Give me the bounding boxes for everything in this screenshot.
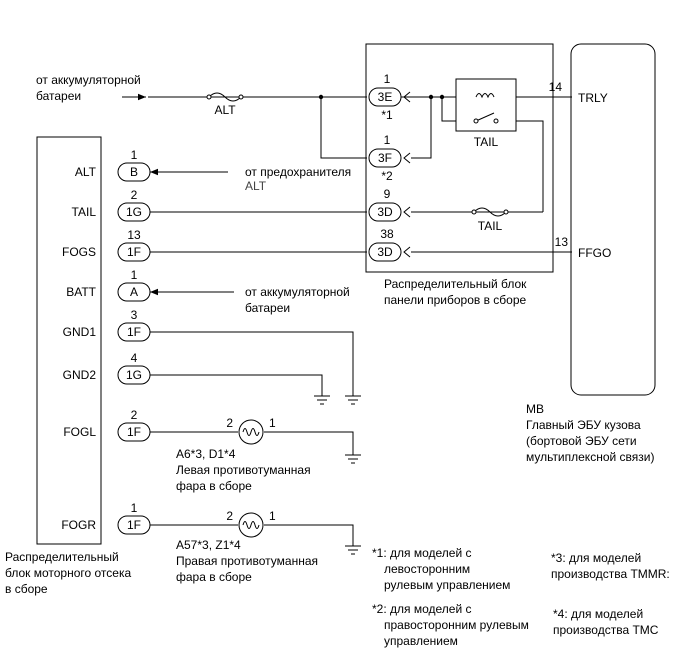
- lamp-right-pin-a: 2: [226, 509, 233, 523]
- terminal-name: ALT: [75, 165, 97, 179]
- ip-connector-3d-a: 9 3D: [368, 187, 411, 222]
- terminal-pin: 13: [127, 228, 141, 242]
- label-engine-block: Распределительный блок моторного отсека …: [5, 550, 135, 596]
- engine-terminal-tail: TAIL 2 1G: [72, 188, 151, 222]
- terminal-name: FOGR: [61, 518, 96, 532]
- label-fog-left: A6*3, D1*4 Левая противотуманная фара в …: [176, 447, 314, 493]
- connector-pin: 1: [384, 133, 391, 147]
- terminal-connector: 1F: [127, 425, 141, 439]
- wire-gnd2: [148, 374, 323, 396]
- label-instrument-block: Распределительный блок панели приборов в…: [384, 277, 530, 307]
- terminal-connector: 1F: [127, 325, 141, 339]
- terminal-pin: 4: [131, 351, 138, 365]
- ground-icon: [345, 454, 361, 464]
- note-2: *2: для моделей с правосторонним рулевым…: [372, 602, 532, 648]
- terminal-pin: 1: [131, 268, 138, 282]
- label-from-battery-top: от аккумуляторной батареи: [36, 73, 144, 103]
- terminal-name: TAIL: [72, 205, 97, 219]
- fuse-terminal: [471, 209, 477, 215]
- fog-lamp-right-icon: [238, 512, 264, 538]
- terminal-name: FOGS: [62, 245, 96, 259]
- terminal-connector: 1G: [126, 205, 142, 219]
- engine-terminal-alt: ALT 1 B: [75, 148, 151, 182]
- relay-contact: [493, 118, 499, 124]
- relay-coil: [475, 93, 495, 99]
- terminal-connector: A: [130, 285, 138, 299]
- engine-terminal-batt: BATT 1 A: [66, 268, 151, 302]
- connector-note: *1: [381, 108, 393, 122]
- terminal-connector: B: [130, 165, 138, 179]
- junction-dot: [428, 94, 434, 100]
- terminal-connector: 1G: [126, 368, 142, 382]
- note-4: *4: для моделей производства TMC: [553, 607, 659, 637]
- ground-icon: [345, 545, 361, 555]
- ecu-pin-trly: 14: [549, 80, 563, 94]
- connector-id: 3D: [377, 245, 393, 259]
- terminal-name: FOGL: [63, 425, 96, 439]
- engine-terminal-gnd1: GND1 3 1F: [63, 308, 151, 342]
- lamp-right-pin-b: 1: [269, 509, 276, 523]
- connector-id: 3F: [378, 151, 392, 165]
- fuse-terminal: [238, 94, 244, 100]
- ecu-pin-ffgo: 13: [555, 235, 569, 249]
- label-tail-relay: TAIL: [474, 135, 499, 149]
- connector-id: 3E: [378, 90, 393, 104]
- main-body-ecu: [570, 43, 656, 396]
- connector-note: *2: [381, 169, 393, 183]
- connector-pin: 1: [384, 72, 391, 86]
- ecu-terminal-trly: TRLY: [578, 91, 608, 105]
- terminal-connector: 1F: [127, 518, 141, 532]
- connector-pin: 38: [380, 227, 394, 241]
- terminal-pin: 2: [131, 188, 138, 202]
- engine-room-junction-block: [36, 136, 102, 545]
- label-from-fuse-alt: от предохранителя ALT: [245, 165, 355, 193]
- wire-gnd1: [148, 331, 354, 396]
- label-fog-right: A57*3, Z1*4 Правая противотуманная фара …: [176, 538, 321, 584]
- relay-contact: [473, 118, 479, 124]
- wire-fogr-gnd: [264, 524, 354, 546]
- fog-lamp-left-icon: [238, 419, 264, 445]
- wire-alt-branch-3f: [320, 97, 367, 159]
- lamp-left-pin-a: 2: [226, 416, 233, 430]
- fuse-tail-icon: [473, 207, 507, 217]
- engine-terminal-fogl: FOGL 2 1F: [63, 408, 151, 442]
- note-3: *3: для моделей производства TMMR:: [551, 551, 670, 581]
- ip-connector-3d-b: 38 3D: [368, 227, 411, 262]
- terminal-pin: 1: [131, 501, 138, 515]
- ground-icon: [314, 395, 330, 405]
- engine-terminal-gnd2: GND2 4 1G: [63, 351, 151, 385]
- ecu-terminal-ffgo: FFGO: [578, 246, 611, 260]
- terminal-name: BATT: [66, 285, 96, 299]
- wire-3f-link: [411, 97, 432, 159]
- terminal-name: GND2: [63, 368, 97, 382]
- note-1: *1: для моделей с левосторонним рулевым …: [372, 546, 510, 592]
- ground-icon: [345, 395, 361, 405]
- label-tail-fuse: TAIL: [478, 219, 503, 233]
- fuse-terminal: [206, 94, 212, 100]
- label-from-battery-mid: от аккумуляторной батареи: [245, 285, 353, 315]
- terminal-pin: 1: [131, 148, 138, 162]
- connector-id: 3D: [377, 205, 393, 219]
- ip-connector-3e: 1 3E *1: [368, 72, 411, 122]
- connector-pin: 9: [384, 187, 391, 201]
- junction-dot: [318, 94, 324, 100]
- lamp-left-pin-b: 1: [269, 416, 276, 430]
- wire-fogl-gnd: [264, 431, 354, 455]
- fuse-alt-icon: [208, 92, 242, 102]
- label-body-ecu: MB Главный ЭБУ кузова (бортовой ЭБУ сети…: [526, 402, 654, 464]
- tail-relay: [455, 78, 517, 132]
- terminal-pin: 3: [131, 308, 138, 322]
- terminal-name: GND1: [63, 325, 97, 339]
- engine-terminal-fogs: FOGS 13 1F: [62, 228, 151, 262]
- ip-connector-3f: 1 3F *2: [368, 133, 411, 183]
- terminal-pin: 2: [131, 408, 138, 422]
- relay-switch: [475, 112, 495, 122]
- terminal-connector: 1F: [127, 245, 141, 259]
- fuse-terminal: [503, 209, 509, 215]
- label-fuse-alt: ALT: [214, 103, 236, 117]
- engine-terminal-fogr: FOGR 1 1F: [61, 501, 151, 535]
